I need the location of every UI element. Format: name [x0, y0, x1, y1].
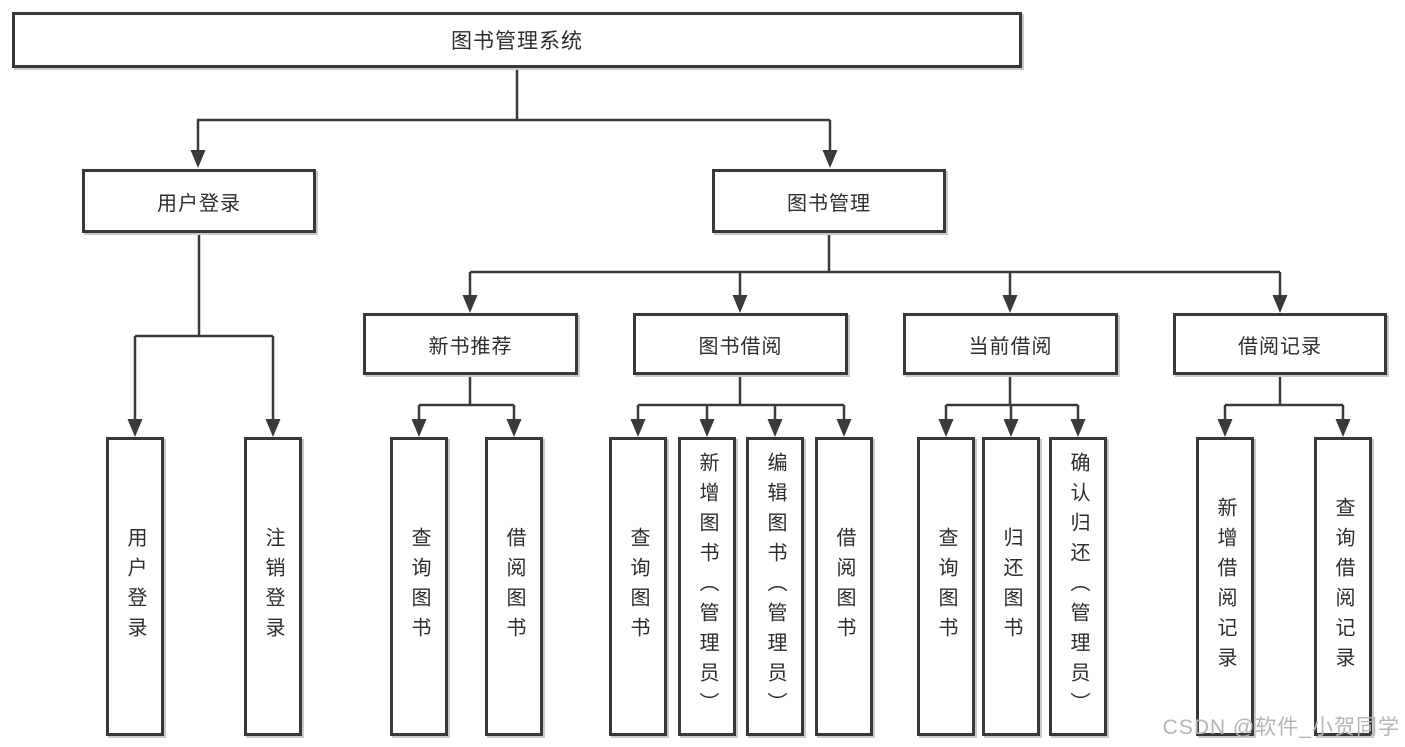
leaf-logout-label: 注销登录 [262, 526, 284, 647]
leaf-bb-add-books-admin: 新增图书（管理员） [678, 437, 736, 736]
leaf-br-add-record-label: 新增借阅记录 [1214, 496, 1236, 677]
leaf-cb-query-books-label: 查询图书 [935, 526, 957, 647]
leaf-cb-query-books: 查询图书 [917, 437, 975, 736]
node-new-books: 新书推荐 [363, 313, 578, 375]
leaf-cb-confirm-return-admin-label: 确认归还（管理员） [1067, 451, 1089, 722]
leaf-bb-query-books-label: 查询图书 [627, 526, 649, 647]
watermark: CSDN @软件_小贺同学 [1162, 716, 1400, 739]
connector-sections-to-leaves [411, 375, 1351, 437]
leaf-br-query-record: 查询借阅记录 [1314, 437, 1372, 736]
node-root-label: 图书管理系统 [451, 30, 583, 53]
leaf-nb-borrow-books: 借阅图书 [485, 437, 543, 736]
node-new-books-label: 新书推荐 [428, 335, 513, 358]
node-user-login-label: 用户登录 [157, 192, 241, 215]
leaf-nb-borrow-books-label: 借阅图书 [503, 526, 525, 647]
leaf-cb-confirm-return-admin: 确认归还（管理员） [1049, 437, 1107, 736]
node-root: 图书管理系统 [12, 12, 1022, 68]
leaf-cb-return-books-label: 归还图书 [1000, 526, 1022, 647]
leaf-bb-borrow-books: 借阅图书 [815, 437, 873, 736]
node-user-login: 用户登录 [82, 169, 316, 233]
node-book-mgmt: 图书管理 [712, 169, 946, 233]
node-book-borrow: 图书借阅 [633, 313, 848, 375]
leaf-bb-borrow-books-label: 借阅图书 [833, 526, 855, 647]
leaf-br-add-record: 新增借阅记录 [1196, 437, 1254, 736]
leaf-bb-edit-books-admin-label: 编辑图书（管理员） [764, 451, 786, 722]
leaf-br-query-record-label: 查询借阅记录 [1332, 496, 1354, 677]
leaf-bb-add-books-admin-label: 新增图书（管理员） [696, 451, 718, 722]
leaf-cb-return-books: 归还图书 [982, 437, 1040, 736]
connector-user-login-to-leaves [127, 233, 281, 437]
node-borrow-records: 借阅记录 [1173, 313, 1387, 375]
leaf-bb-query-books: 查询图书 [609, 437, 667, 736]
leaf-nb-query-books-label: 查询图书 [408, 526, 430, 647]
node-current-borrow: 当前借阅 [903, 313, 1118, 375]
node-current-borrow-label: 当前借阅 [968, 335, 1053, 358]
leaf-user-login-label: 用户登录 [124, 526, 146, 647]
leaf-nb-query-books: 查询图书 [390, 437, 448, 736]
connector-root-to-level2 [190, 68, 838, 168]
leaf-bb-edit-books-admin: 编辑图书（管理员） [746, 437, 804, 736]
node-book-mgmt-label: 图书管理 [787, 192, 871, 215]
node-borrow-records-label: 借阅记录 [1238, 335, 1322, 358]
leaf-logout: 注销登录 [244, 437, 302, 736]
node-book-borrow-label: 图书借阅 [698, 335, 783, 358]
connector-book-mgmt-to-sections [462, 233, 1288, 313]
leaf-user-login: 用户登录 [106, 437, 164, 736]
